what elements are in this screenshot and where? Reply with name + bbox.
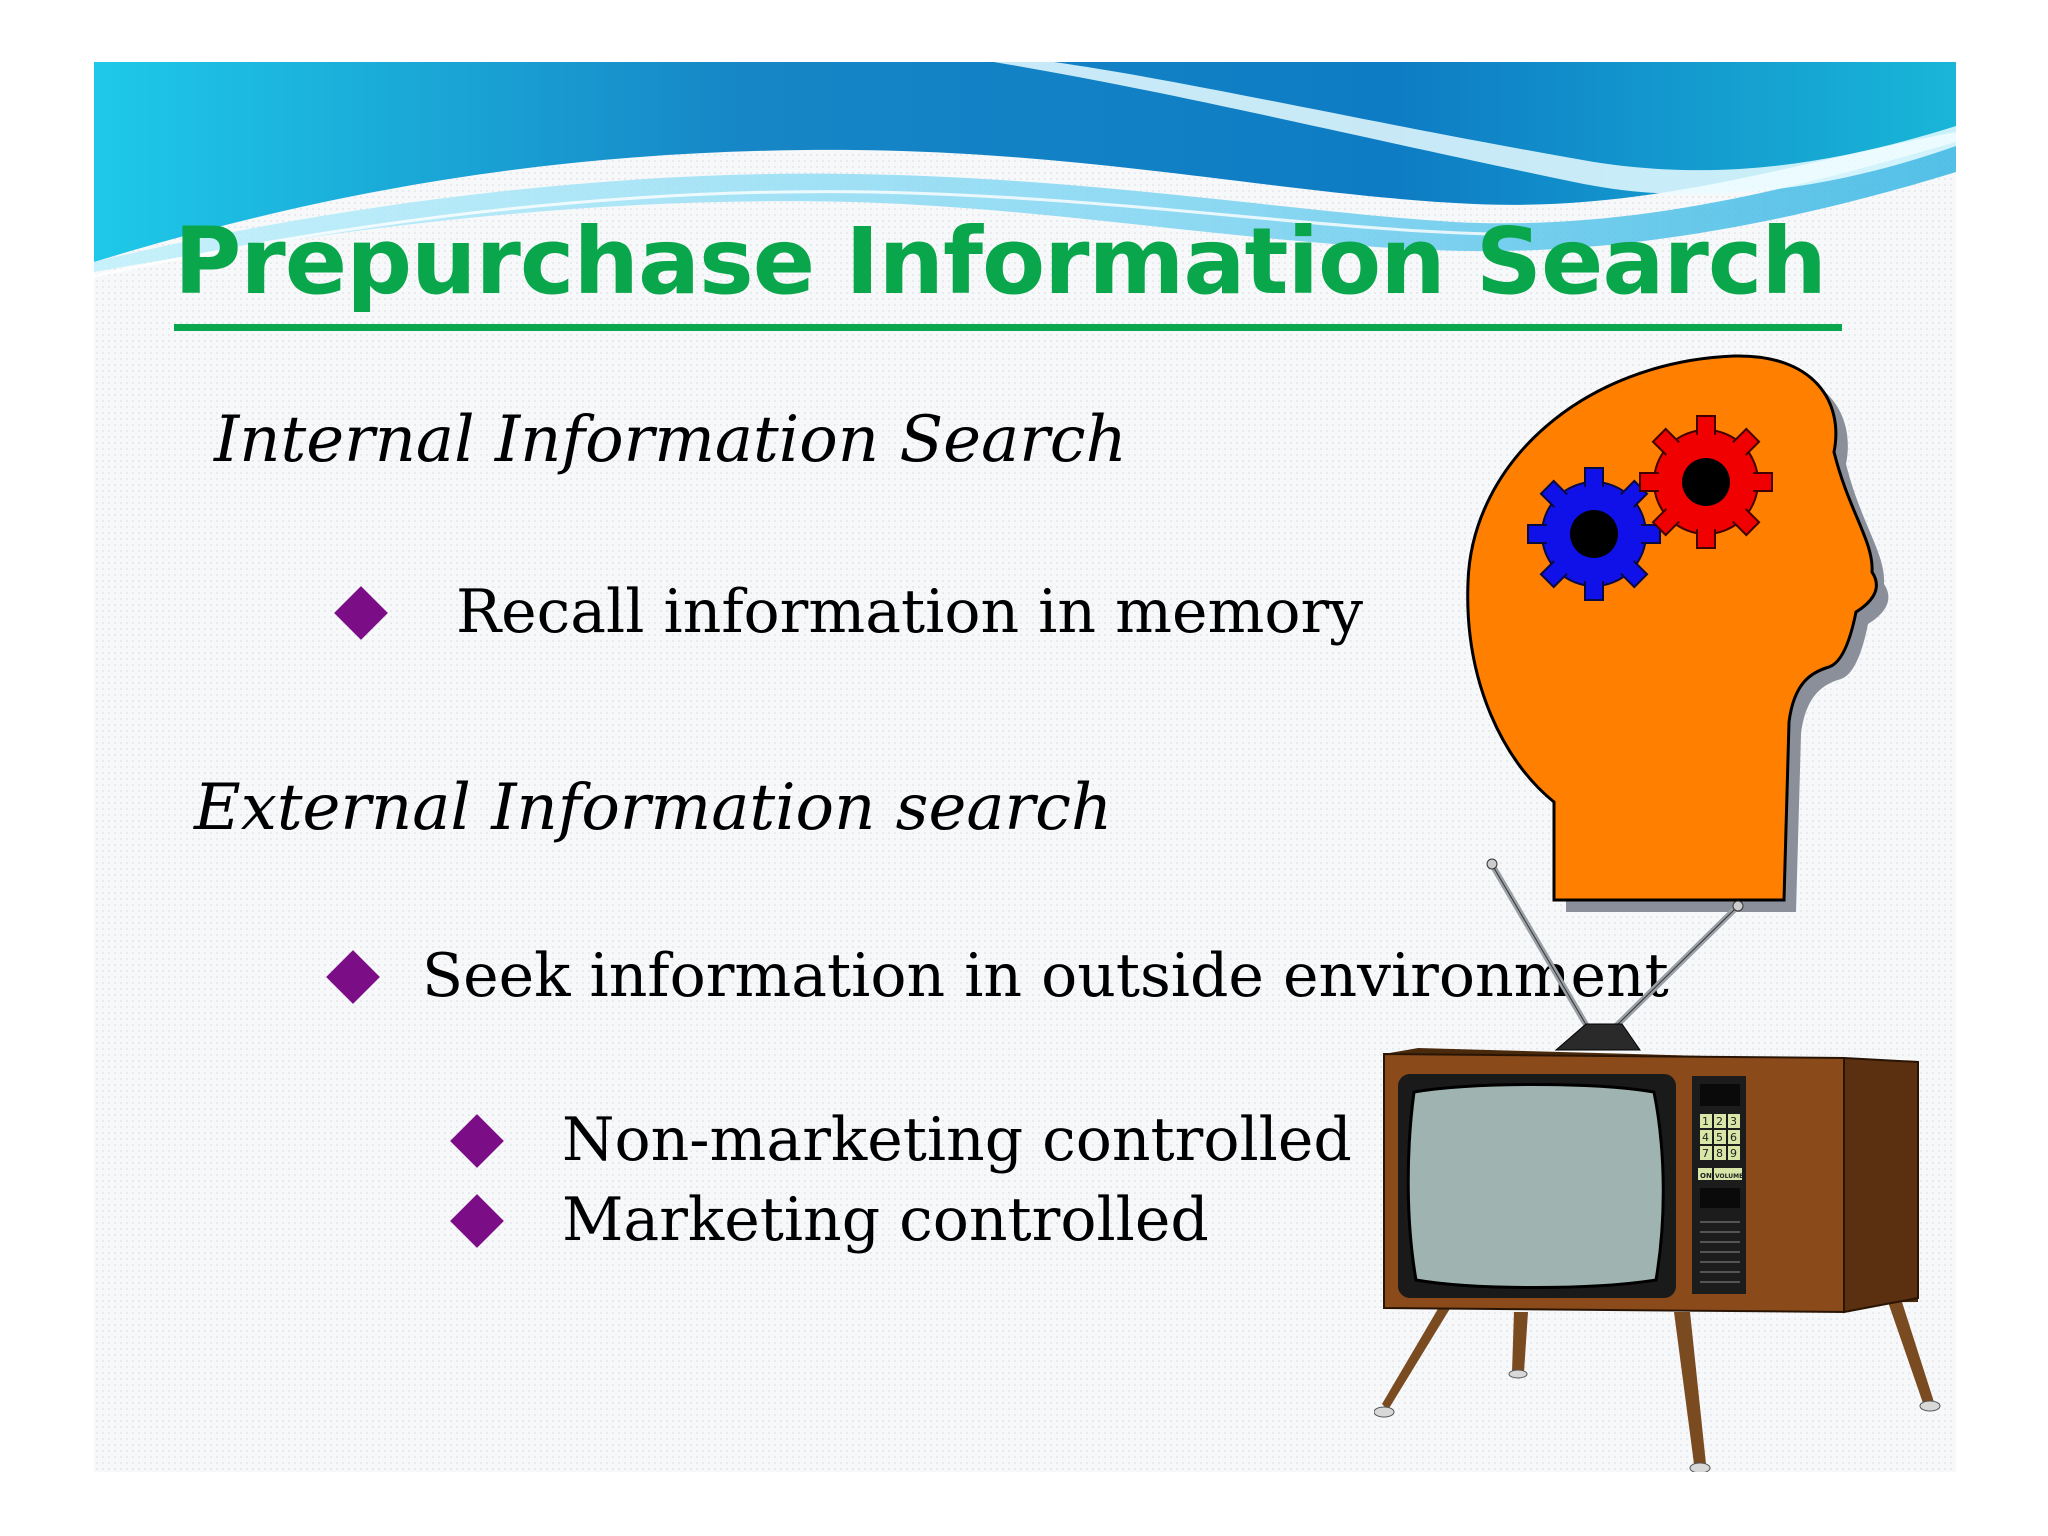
keypad-key: 6 <box>1730 1131 1737 1144</box>
diamond-bullet-icon <box>450 1194 504 1248</box>
title-underline <box>174 324 1842 331</box>
keypad-key: 8 <box>1716 1147 1723 1160</box>
internal-search-heading: Internal Information Search <box>214 403 1127 477</box>
keypad-key: 5 <box>1716 1131 1723 1144</box>
wave-banner <box>94 62 1956 278</box>
keypad-key: 9 <box>1730 1147 1737 1160</box>
keypad-key: 2 <box>1716 1115 1723 1128</box>
red-gear-icon <box>1639 415 1773 549</box>
list-item: Recall information in memory <box>456 577 1364 647</box>
keypad-key: 3 <box>1730 1115 1737 1128</box>
keypad-key: 1 <box>1702 1115 1709 1128</box>
diamond-bullet-icon <box>450 1114 504 1168</box>
list-item: Non-marketing controlled <box>562 1105 1352 1175</box>
external-search-heading: External Information search <box>194 771 1113 845</box>
slide-title: Prepurchase Information Search <box>174 208 1827 315</box>
keypad-key: 7 <box>1702 1147 1709 1160</box>
keypad-key: 4 <box>1702 1131 1709 1144</box>
head-with-gears-icon <box>1466 354 1889 912</box>
tv-on-label: ON <box>1700 1172 1712 1180</box>
list-item: Marketing controlled <box>562 1185 1209 1255</box>
television-icon: 1 2 3 4 5 6 7 8 9 ON VOLUME <box>1374 858 1941 1472</box>
tv-volume-label: VOLUME <box>1715 1173 1743 1180</box>
list-item: Seek information in outside environment <box>422 941 1669 1011</box>
blue-gear-icon <box>1527 467 1661 601</box>
diamond-bullet-icon <box>326 950 380 1004</box>
diamond-bullet-icon <box>334 586 388 640</box>
slide: Prepurchase Information Search Internal … <box>94 62 1956 1472</box>
